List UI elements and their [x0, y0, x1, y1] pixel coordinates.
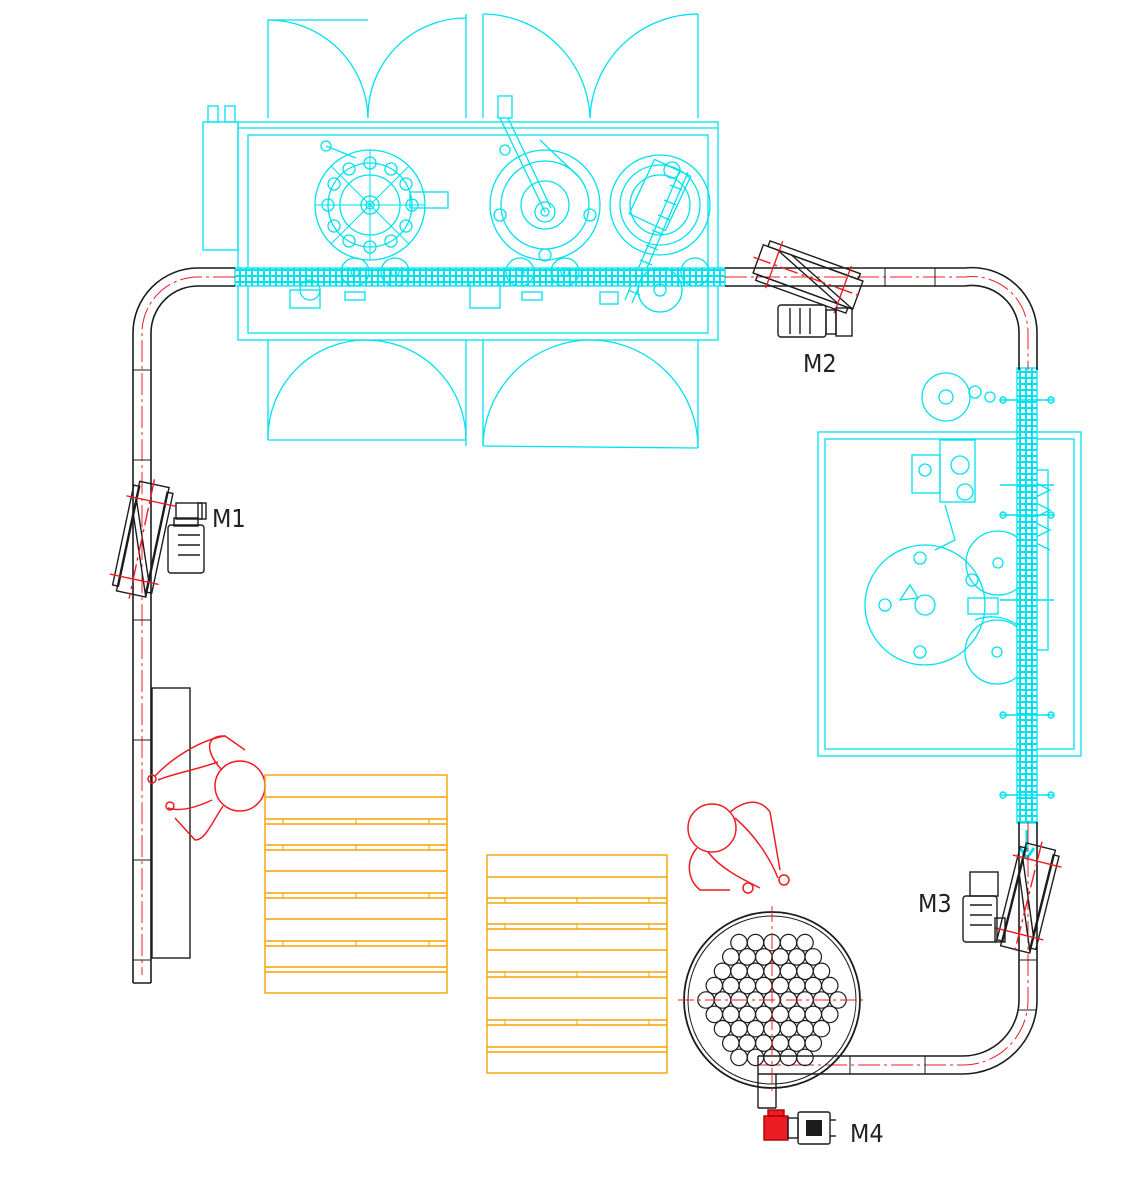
- operator-icon: [147, 735, 266, 841]
- motor-m2-label: M2: [803, 349, 837, 378]
- bottle: [705, 976, 724, 995]
- gear-motor-icon: [167, 502, 207, 574]
- bottle: [730, 1048, 748, 1067]
- packing-table: [151, 687, 191, 959]
- bottle: [804, 1005, 823, 1024]
- bottle: [779, 962, 798, 981]
- bottle: [787, 1005, 806, 1024]
- bottle: [721, 948, 740, 966]
- bottle: [754, 1005, 773, 1024]
- bottle: [730, 962, 748, 981]
- motor-m2-drive: [752, 239, 864, 338]
- conveyor-bottom-right: [757, 822, 1038, 1109]
- gear-motor-icon: [763, 1109, 836, 1145]
- pallet-left: [264, 774, 448, 994]
- bottle: [796, 1048, 814, 1067]
- bottle: [738, 976, 757, 995]
- capper-carousel: [489, 95, 601, 262]
- bottle: [812, 1019, 831, 1038]
- guard-doors-top: [267, 13, 699, 119]
- conveyor-top-right: [725, 266, 1038, 370]
- bottle: [721, 976, 740, 995]
- bottle: [796, 962, 814, 981]
- motor-m4-label: M4: [850, 1119, 884, 1148]
- labeller-chain-conveyor: [999, 367, 1055, 861]
- bottle: [771, 1005, 790, 1024]
- bottle: [730, 933, 748, 952]
- bottle: [746, 933, 765, 952]
- bottle: [705, 1005, 724, 1024]
- guard-doors-bottom: [267, 339, 699, 449]
- bottle: [812, 962, 831, 981]
- bottle: [713, 1019, 732, 1038]
- conveyor-line: [132, 266, 1038, 1109]
- bottle: [820, 1005, 839, 1024]
- bottle: [713, 962, 732, 981]
- bottle: [754, 1034, 773, 1052]
- motor-m4-drive: [763, 1109, 836, 1145]
- bottle: [787, 948, 806, 966]
- operator-left: [147, 735, 266, 841]
- bottle: [771, 976, 790, 995]
- gear-motor-icon: [962, 871, 1006, 943]
- bottle: [779, 1048, 798, 1067]
- pallet-icon: [264, 774, 448, 994]
- bottle: [771, 1034, 790, 1052]
- bottle: [804, 1034, 823, 1052]
- bottle: [738, 1034, 757, 1052]
- motor-m3-label: M3: [918, 889, 952, 918]
- operator-right: [687, 801, 790, 894]
- bottle: [804, 976, 823, 995]
- bottle: [746, 1048, 765, 1067]
- motor-m1-label: M1: [212, 504, 246, 533]
- bottle: [796, 933, 814, 952]
- rotary-accumulation-table: [678, 906, 866, 1094]
- operator-icon: [687, 801, 790, 894]
- motor-m1-drive: [109, 479, 207, 599]
- bottle: [771, 948, 790, 966]
- bottle: [779, 933, 798, 952]
- filling-capping-monoblock: [202, 13, 726, 449]
- machine-transfer-conveyor: [234, 257, 726, 313]
- bottle: [738, 1005, 757, 1024]
- bottle: [746, 962, 765, 981]
- pallet-right: [486, 854, 668, 1074]
- conveyor-left: [132, 267, 235, 984]
- bottle: [820, 976, 839, 995]
- bottle: [796, 1019, 814, 1038]
- bottle: [787, 1034, 806, 1052]
- bottle: [754, 948, 773, 966]
- bottle: [746, 1019, 765, 1038]
- motor-m3-drive: [962, 841, 1062, 955]
- bottle: [730, 1019, 748, 1038]
- gear-motor-icon: [777, 304, 853, 338]
- bottle: [804, 948, 823, 966]
- labelling-machine: [817, 372, 1082, 757]
- filler-carousel: [314, 140, 449, 261]
- bottle: [754, 976, 773, 995]
- bottle: [787, 976, 806, 995]
- bottle: [721, 1034, 740, 1052]
- bottle: [721, 1005, 740, 1024]
- bottle: [779, 1019, 798, 1038]
- bottle: [738, 948, 757, 966]
- pallet-icon: [486, 854, 668, 1074]
